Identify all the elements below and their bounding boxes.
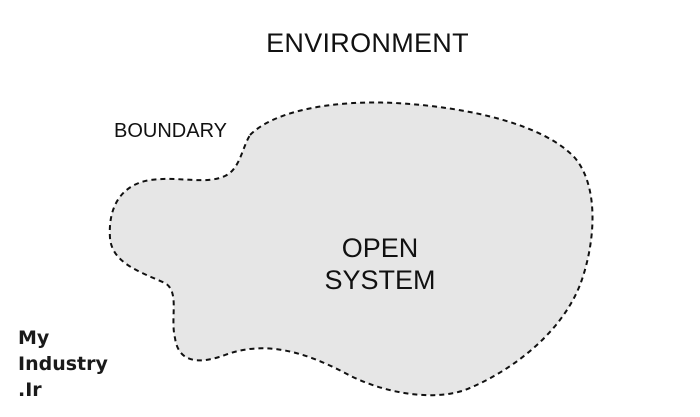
system-boundary-shape — [108, 101, 594, 397]
open-system-label-line1: OPEN — [341, 233, 419, 263]
open-system-label-line2: SYSTEM — [324, 265, 436, 295]
watermark-line3: .Ir — [18, 379, 42, 401]
open-system-label: OPEN SYSTEM — [280, 232, 480, 296]
watermark-logo: My Industry .Ir — [18, 325, 108, 403]
watermark-line1: My — [18, 327, 50, 349]
boundary-label: BOUNDARY — [114, 120, 227, 142]
environment-label: ENVIRONMENT — [266, 28, 469, 58]
watermark-line2: Industry — [18, 353, 108, 375]
